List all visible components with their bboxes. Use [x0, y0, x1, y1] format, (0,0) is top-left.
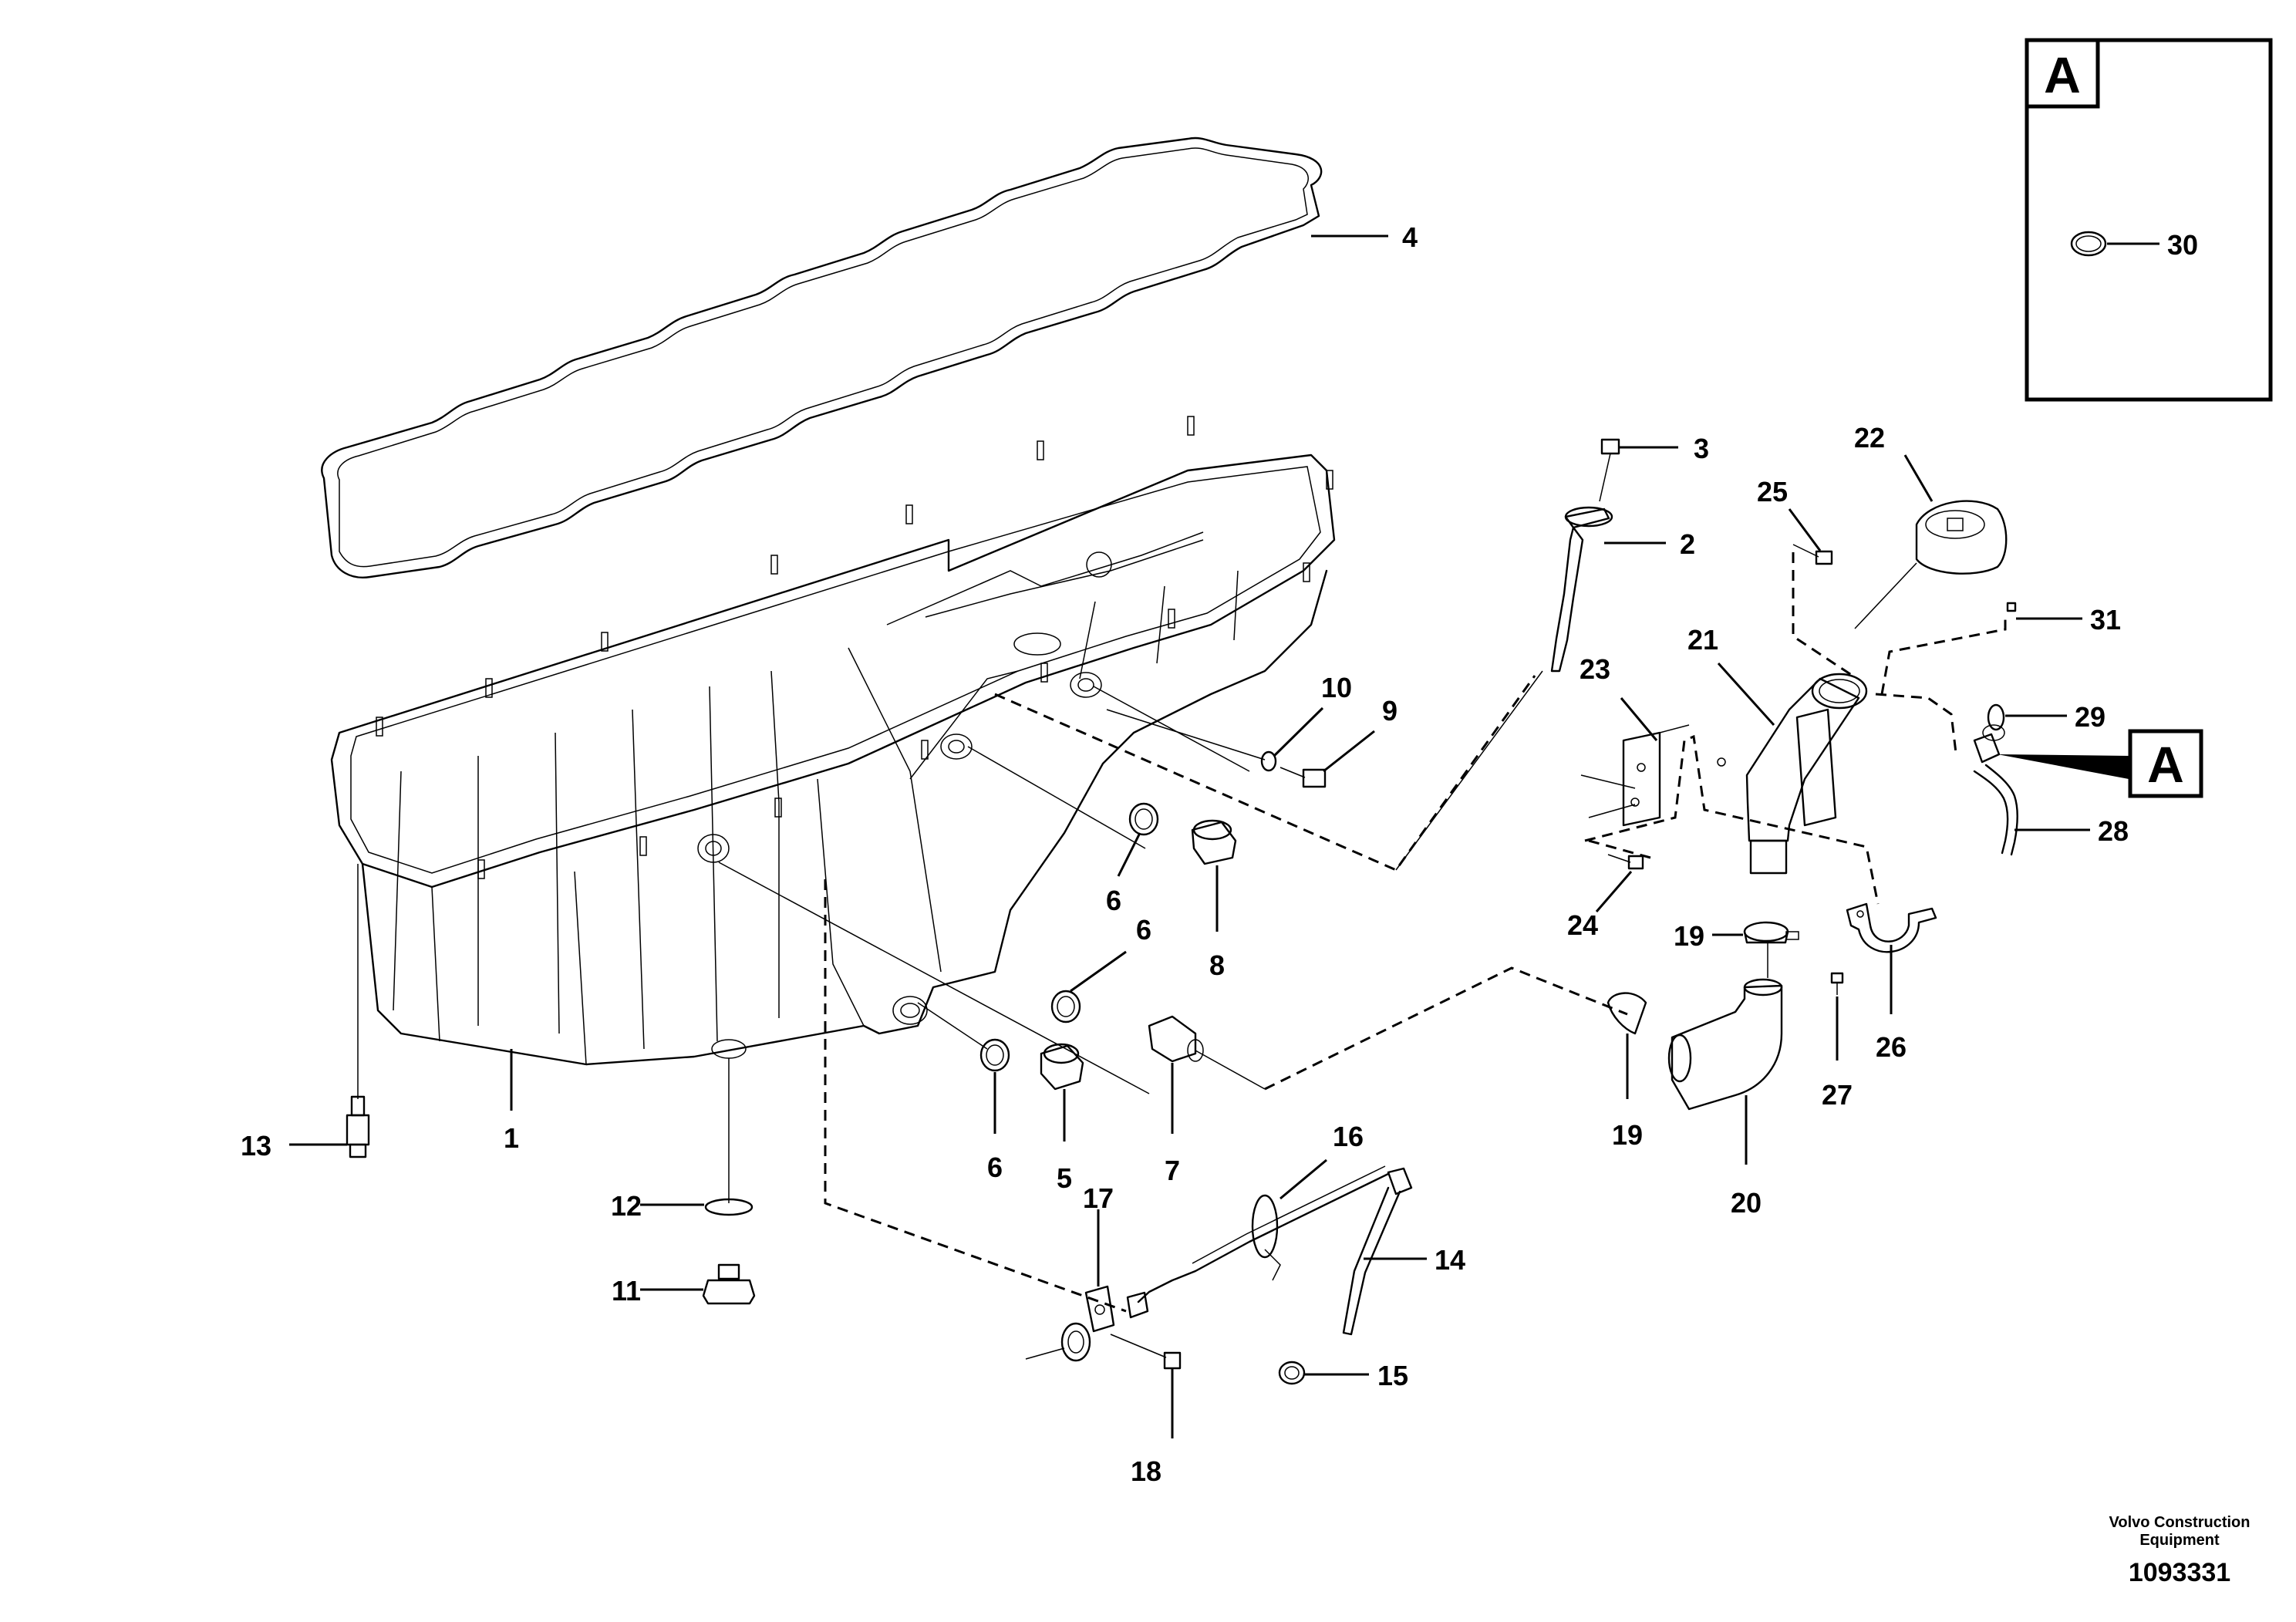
bolt-18: [1110, 1334, 1182, 1370]
callout-3: 3: [1694, 433, 1709, 464]
drain-plug-11: [702, 1263, 756, 1305]
nut-gear: [1025, 1322, 1091, 1362]
detail-view-a: A 30: [2025, 38, 2273, 402]
o-ring-15: [1278, 1361, 1306, 1385]
oil-pan-gasket: [321, 137, 1323, 578]
clamp-19-upper: [1743, 921, 1789, 943]
callout-28: 28: [2098, 815, 2129, 847]
callout-30: 30: [2167, 229, 2198, 261]
callout-15: 15: [1377, 1360, 1408, 1391]
callout-19-lower: 19: [1612, 1119, 1643, 1151]
hose-20: [1667, 978, 1783, 1111]
callout-14: 14: [1435, 1244, 1465, 1276]
sensor-13: [346, 864, 370, 1158]
callout-6-middle: 6: [1136, 914, 1151, 946]
clamp-19-lower: [1607, 992, 1647, 1035]
strap-16: [1251, 1194, 1281, 1281]
callout-13: 13: [241, 1130, 271, 1162]
dipstick-14: [1137, 1165, 1413, 1336]
drawing-number: 1093331: [2129, 1558, 2230, 1587]
callout-11: 11: [612, 1275, 641, 1307]
callout-2: 2: [1680, 528, 1695, 560]
callout-22: 22: [1854, 422, 1885, 454]
detail-view-letter: A: [2044, 46, 2081, 103]
callout-9: 9: [1382, 695, 1397, 727]
publisher-line-1: Volvo Construction: [2109, 1514, 2250, 1531]
callout-6-lower: 6: [987, 1152, 1003, 1183]
dipstick-guide-2: [1550, 506, 1613, 673]
oil-pan: [330, 416, 1336, 1066]
callout-18: 18: [1131, 1455, 1161, 1487]
callout-23: 23: [1580, 653, 1610, 685]
plug-5: [1040, 1043, 1084, 1091]
washer-10: [1260, 750, 1277, 772]
callout-29: 29: [2075, 701, 2106, 733]
detail-reference-a: A: [1998, 729, 2203, 798]
pipe-28: [1973, 764, 2018, 856]
callout-24: 24: [1567, 909, 1598, 941]
filler-cap-22: [1915, 500, 2008, 575]
callout-31: 31: [2090, 604, 2121, 636]
callout-16: 16: [1333, 1121, 1364, 1152]
bolt-3: [1599, 438, 1620, 502]
bracket-23: [1580, 724, 1690, 827]
clip-26: [1846, 902, 1937, 953]
filler-neck-21: [1717, 673, 1868, 875]
screw-27: [1830, 972, 1844, 995]
bolt-9: [1279, 767, 1327, 788]
seal-ring-6b: [1050, 990, 1081, 1023]
callout-5: 5: [1057, 1162, 1072, 1194]
o-ring-30: [2070, 231, 2107, 257]
plug-7: [1148, 1015, 1204, 1063]
callout-10: 10: [1321, 672, 1352, 703]
seal-ring-6c: [979, 1038, 1010, 1072]
callout-8: 8: [1209, 949, 1225, 981]
seal-ring-6a: [1128, 802, 1159, 836]
callout-19-upper: 19: [1674, 920, 1704, 952]
callout-7: 7: [1165, 1155, 1180, 1186]
callout-12: 12: [611, 1190, 642, 1222]
o-ring-12: [704, 1198, 754, 1216]
plug-8: [1191, 819, 1237, 865]
callout-26: 26: [1876, 1031, 1907, 1063]
sensor-29: [1973, 703, 2005, 764]
screw-31: [2006, 602, 2017, 612]
callout-27: 27: [1822, 1079, 1853, 1111]
callout-4: 4: [1402, 221, 1418, 253]
callout-25: 25: [1757, 476, 1788, 508]
callout-6-upper: 6: [1106, 885, 1121, 916]
detail-reference-letter: A: [2147, 736, 2184, 793]
bolt-25: [1792, 544, 1833, 565]
publisher-line-2: Equipment: [2139, 1532, 2220, 1549]
bolt-24: [1607, 854, 1644, 870]
callout-21: 21: [1687, 624, 1718, 656]
callout-20: 20: [1731, 1187, 1762, 1219]
callout-1: 1: [504, 1122, 519, 1154]
bracket-17: [1084, 1285, 1149, 1333]
callout-17: 17: [1083, 1182, 1114, 1214]
